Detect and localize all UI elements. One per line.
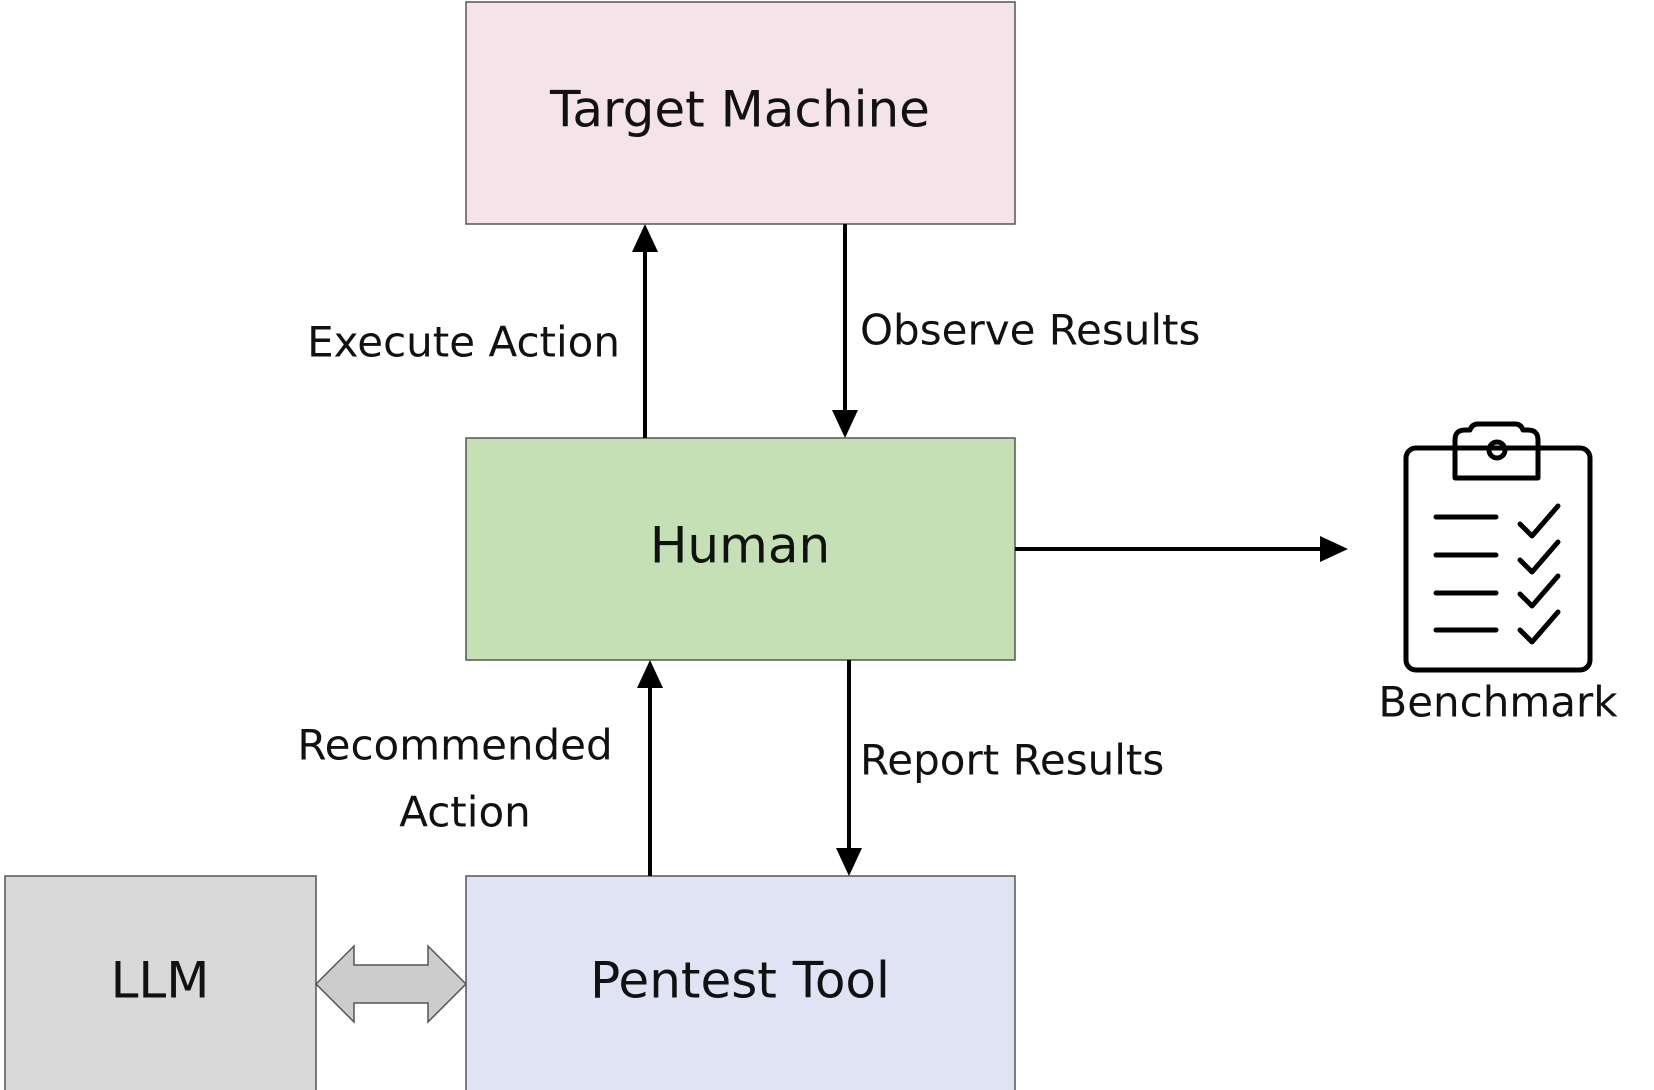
- arrow-execute-action: [632, 224, 658, 438]
- arrow-recommended-action: [637, 660, 663, 876]
- arrow-observe-results: [832, 224, 858, 438]
- node-llm: LLM: [4, 875, 317, 1090]
- arrow-report-results: [836, 660, 862, 876]
- execute-action-label: Execute Action: [307, 318, 620, 367]
- target-machine-label: Target Machine: [549, 81, 930, 139]
- recommended-action-label-line2: Action: [399, 788, 531, 837]
- benchmark-label: Benchmark: [1378, 678, 1618, 727]
- recommended-action-label-line1: Recommended: [297, 721, 612, 770]
- clipboard-checklist-icon: [1403, 421, 1593, 673]
- human-label: Human: [650, 517, 830, 575]
- node-human: Human: [465, 437, 1016, 661]
- llm-label: LLM: [111, 952, 210, 1010]
- double-arrow-llm-pentest: [314, 944, 468, 1024]
- node-target-machine: Target Machine: [465, 1, 1016, 225]
- report-results-label: Report Results: [860, 736, 1164, 785]
- node-pentest-tool: Pentest Tool: [465, 875, 1016, 1090]
- pentest-tool-label: Pentest Tool: [590, 952, 890, 1010]
- arrow-human-to-benchmark: [1015, 536, 1348, 562]
- observe-results-label: Observe Results: [860, 306, 1200, 355]
